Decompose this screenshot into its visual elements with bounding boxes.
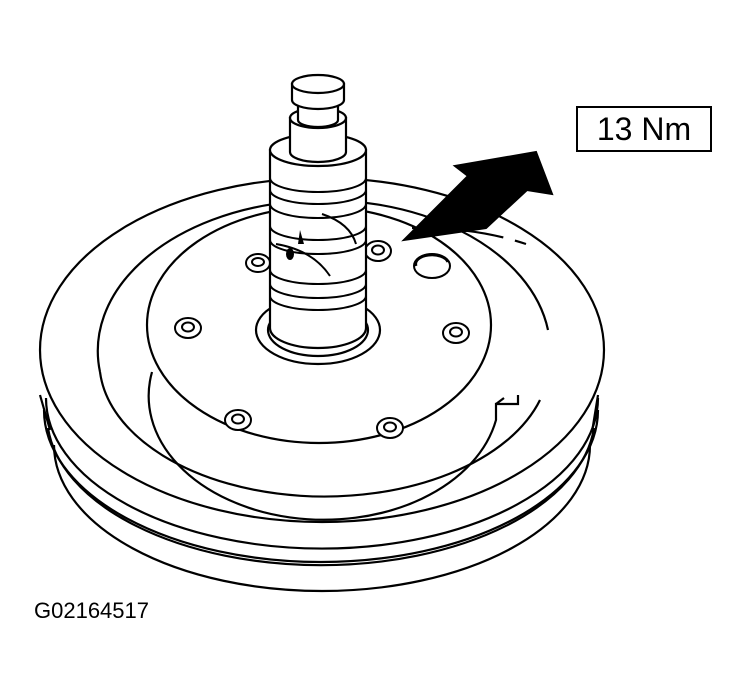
hub-plate-edge: [147, 371, 520, 521]
bolt-5: [224, 409, 252, 431]
bolt-1: [245, 253, 271, 273]
shaft-body: [268, 148, 368, 350]
bolt-3: [174, 317, 202, 339]
pulley-groove-3: [52, 444, 592, 593]
bolt-6: [376, 417, 404, 439]
bolt-2: [364, 240, 392, 262]
pulley-groove-2: [46, 427, 596, 567]
bolt-hole-open: [413, 253, 451, 279]
bolt-4: [442, 322, 470, 344]
arrow-icon: [401, 150, 554, 242]
torque-label: 13 Nm: [576, 106, 712, 152]
pulley-outer-lower-rim: [44, 397, 600, 550]
figure-code: G02164517: [34, 598, 149, 623]
shaft-upper-body: [288, 116, 348, 164]
